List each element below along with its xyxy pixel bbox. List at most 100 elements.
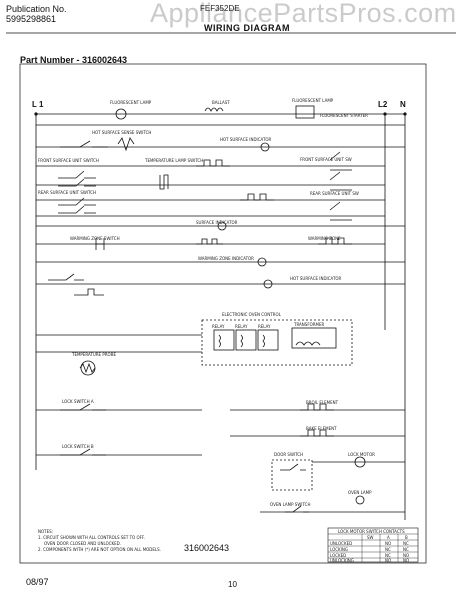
rear-switch-label: REAR SURFACE UNIT SWITCH: [38, 190, 97, 195]
publication-label: Publication No.: [6, 4, 67, 14]
lock-table-cell: NC: [403, 541, 409, 546]
eoc-box: [201, 319, 353, 366]
transformer-box: [291, 327, 337, 349]
lock-table-cell: LOCKED: [330, 553, 347, 558]
lock-switch-a: [60, 403, 106, 411]
probe-circle: [80, 360, 96, 376]
n-label: N: [400, 100, 406, 109]
oven-lamp-switch-label: OVEN LAMP SWITCH: [270, 502, 311, 507]
transformer-coil: [295, 341, 321, 346]
broil-element-label: BROIL ELEMENT: [306, 400, 339, 405]
n-node: [403, 112, 407, 116]
relay-1-coil: [218, 334, 221, 348]
lock-table-h3: B: [405, 535, 408, 540]
relay-2-box: [235, 329, 257, 351]
lock-table-cell: UNLOCKED: [330, 541, 353, 546]
l2-label: L2: [378, 100, 388, 109]
surface-indicator-label: SURFACE INDICATOR: [196, 220, 238, 225]
hot-surface-indicator-label: HOT SURFACE INDICATOR: [290, 276, 342, 281]
lock-table-cell: NO: [385, 541, 392, 546]
lock-table-cell: NO: [385, 558, 392, 563]
footer-page-number: 10: [228, 580, 237, 589]
relay-2-coil: [240, 334, 243, 348]
eoc-label: ELECTRONIC OVEN CONTROL: [222, 312, 281, 317]
lock-table-title: LOCK MOTOR SWITCH CONTACTS: [338, 529, 405, 534]
diagram-title: WIRING DIAGRAM: [204, 23, 290, 33]
door-switch-box: [271, 459, 313, 491]
hss-heater: [117, 137, 135, 152]
si-lamp: [217, 221, 227, 231]
temp-lamp-switch-label: TEMPERATURE LAMP SWITCH: [145, 158, 204, 163]
rear-surface-unit-sw-label: REAR SURFACE UNIT SW: [310, 191, 359, 196]
l2-node: [383, 112, 387, 116]
front-switch-sym: [329, 151, 352, 171]
rear-element: [240, 193, 274, 201]
door-switch-label: DOOR SWITCH: [274, 452, 304, 457]
relay-2-label: RELAY: [235, 324, 248, 329]
l1-label: L 1: [32, 100, 44, 109]
diagram-frame: [19, 63, 427, 564]
lock-table-frame: [327, 527, 419, 563]
fluorescent-lamp-label-1: FLUORESCENT LAMP: [110, 100, 152, 105]
ballast-label: BALLAST: [212, 100, 230, 105]
broil-element: [300, 403, 334, 411]
hss-switch: [60, 140, 108, 148]
relay-3-box: [257, 329, 279, 351]
lock-table-cell: NC: [385, 553, 391, 558]
relay-1-label: RELAY: [212, 324, 225, 329]
l1-node: [34, 112, 38, 116]
wzi-lamp: [257, 257, 267, 267]
wz-element-2: [318, 237, 352, 245]
diagram-code: 316002643: [184, 543, 230, 553]
publication-number: 5995298861: [6, 14, 57, 24]
ballast-coil: [204, 107, 224, 112]
oven-lamp-label: OVEN LAMP: [348, 490, 372, 495]
hsi2-lamp: [263, 279, 273, 289]
lock-table-cell: NO: [403, 553, 410, 558]
lock-table-h2: A: [387, 535, 390, 540]
lock-table-cell: NC: [403, 547, 409, 552]
wz-element: [196, 238, 223, 245]
front-unit-switch: [58, 170, 96, 187]
lock-motor-label: LOCK MOTOR: [348, 452, 375, 457]
lock-table-cell: LOCKING: [330, 547, 348, 552]
oven-lamp-circle: [355, 495, 365, 505]
starter-box: [295, 105, 315, 119]
publication-block: Publication No. 5995298861: [6, 4, 67, 24]
lock-table-h1: SW: [367, 535, 374, 540]
lock-switch-a-label: LOCK SWITCH A: [62, 399, 94, 404]
fluorescent-lamp-label-2: FLUORESCENT LAMP: [292, 98, 334, 103]
hot-surface-switch-label: HOT SURFACE SENSE SWITCH: [92, 130, 152, 135]
bake-element-label: BAKE ELEMENT: [306, 426, 337, 431]
front-switch-label: FRONT SURFACE UNIT SWITCH: [38, 158, 99, 163]
front-element: [196, 159, 230, 167]
front-surface-unit-sw-label: FRONT SURFACE UNIT SW: [300, 157, 352, 162]
transformer-label: TRANSFORMER: [294, 322, 325, 327]
lamp-symbol-1: [115, 108, 127, 120]
relay-3-coil: [262, 334, 265, 348]
lock-table-cell: UNLOCKING: [330, 558, 354, 563]
hsi2-sense: [74, 288, 104, 296]
door-switch-sym: [280, 463, 306, 471]
warming-zone-label: WARMING ZONE: [308, 236, 341, 241]
rear-switch-sym: [329, 201, 352, 221]
lock-table-cell: NO: [403, 558, 410, 563]
lock-switch-b: [60, 448, 106, 456]
watermark-text: AppliancePartsPros.com: [150, 0, 457, 28]
hsi-lamp: [260, 142, 270, 152]
probe-resistor: [79, 362, 96, 374]
note-1b: OVEN DOOR CLOSED AND UNLOCKED.: [44, 541, 122, 546]
front-switch-sym-2: [329, 171, 352, 191]
note-2: 2. COMPONENTS WITH (*) ARE NOT OPTION ON…: [38, 547, 161, 552]
bake-element: [300, 429, 334, 437]
warming-zone-switch-label: WARMING ZONE SWITCH: [70, 236, 120, 241]
relay-3-label: RELAY: [258, 324, 271, 329]
fluorescent-starter-label: FLUORESCENT STARTER: [320, 113, 368, 118]
notes-heading: NOTES:: [38, 529, 53, 534]
rear-unit-switch: [58, 197, 96, 214]
temp-lamp-switch: [159, 174, 169, 190]
wz-switch-contacts: [95, 238, 105, 250]
lock-table-cell: NC: [385, 547, 391, 552]
lock-switch-b-label: LOCK SWITCH B: [62, 444, 94, 449]
